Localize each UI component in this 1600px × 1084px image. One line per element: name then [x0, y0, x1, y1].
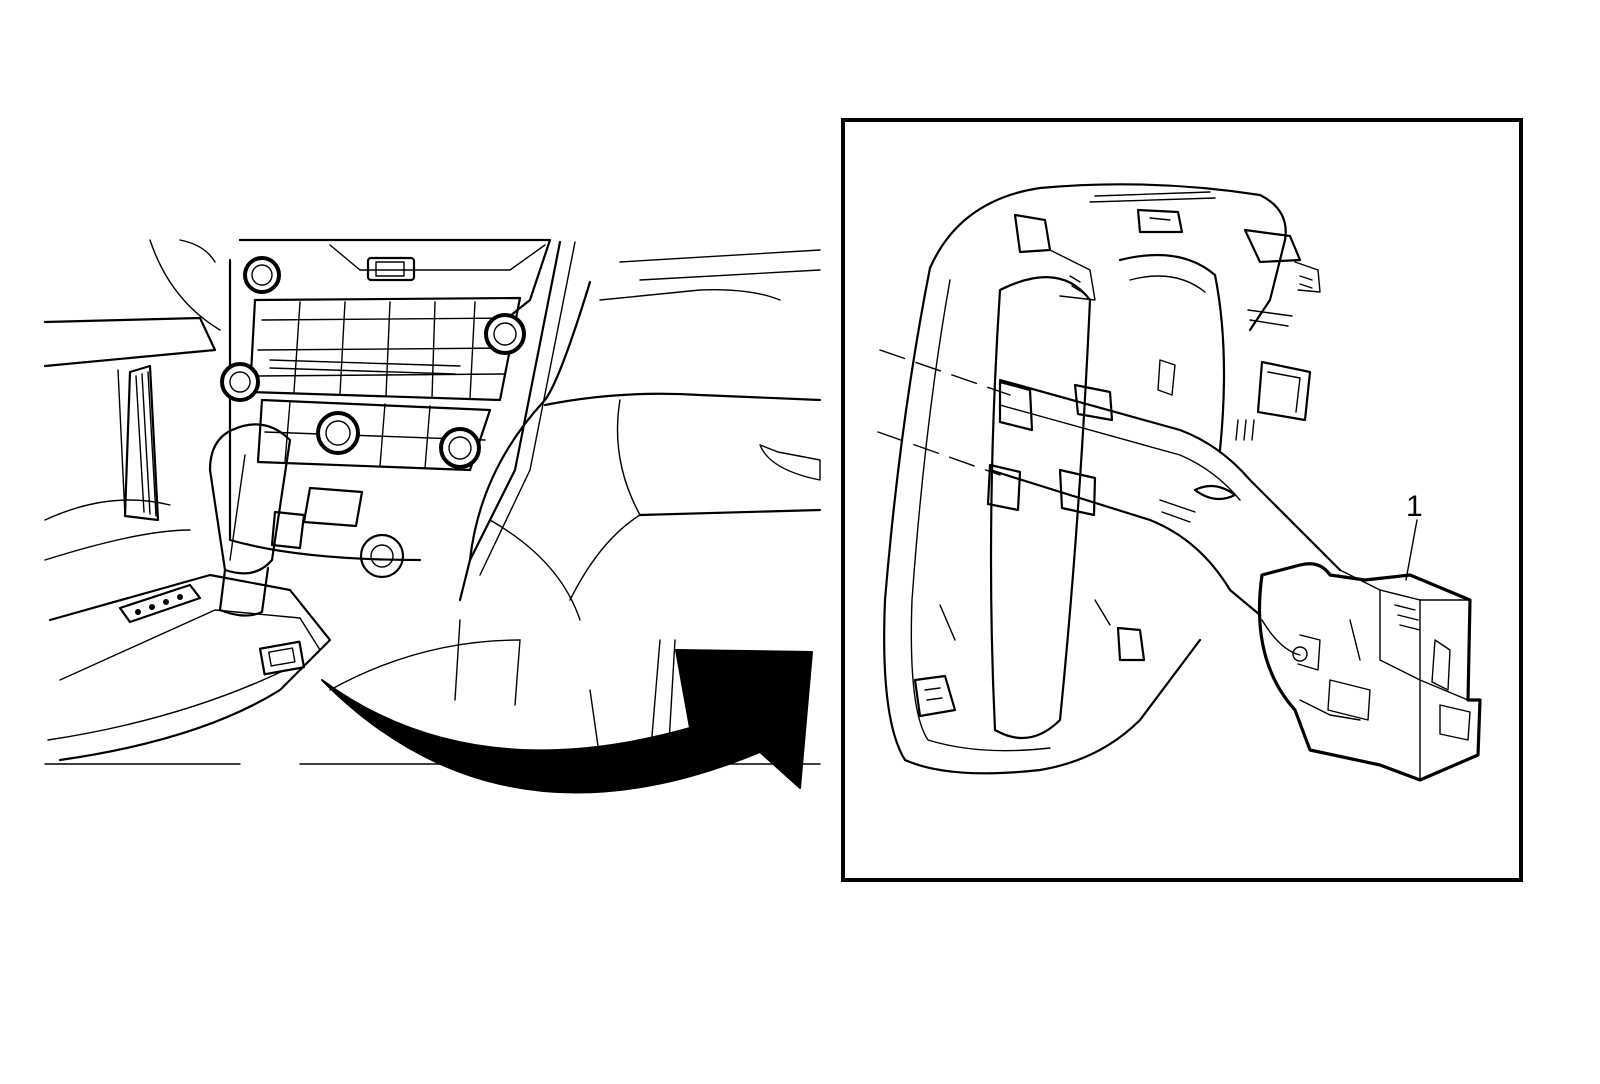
callout-1-label: 1 [1406, 490, 1423, 523]
traction-switch [258, 640, 306, 676]
trim-bezel-detail [877, 183, 1482, 782]
switch-assembly-part-1 [1257, 562, 1482, 782]
shift-indicator [118, 583, 202, 624]
upper-connector [1235, 309, 1312, 441]
transition-arrow [321, 649, 813, 794]
retaining-clips [913, 208, 1321, 718]
hazard-switch [366, 256, 416, 282]
power-outlet [359, 533, 405, 579]
detail-view-frame [841, 118, 1523, 882]
lower-switch [270, 486, 364, 550]
control-knobs [220, 256, 526, 469]
callout-1-leader [1405, 519, 1418, 581]
console-overview [43, 238, 822, 765]
air-vent [117, 364, 160, 522]
wiring-harness [877, 349, 1342, 617]
